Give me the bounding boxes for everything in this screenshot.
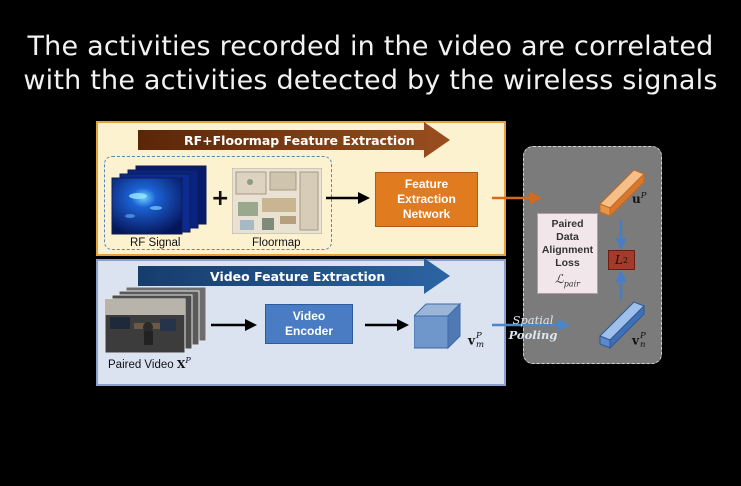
rf-banner-label: RF+Floormap Feature Extraction (184, 132, 415, 148)
align-line4: Loss (555, 257, 580, 270)
rf-signal-heatmap-icon (111, 165, 207, 235)
align-line3: Alignment (541, 244, 594, 257)
u-sup: P (640, 191, 647, 201)
feature-extraction-network-box: Feature Extraction Network (375, 172, 478, 227)
vn-sub: n (639, 340, 646, 350)
slide-title: The activities recorded in the video are… (0, 30, 741, 98)
loss-sub: pair (563, 279, 580, 289)
video-encoder-box: Video Encoder (265, 304, 353, 344)
floormap-label: Floormap (252, 237, 301, 249)
paired-video-frames-icon (104, 287, 207, 353)
u-feature-bar-icon (599, 169, 645, 218)
arrow-to-network (326, 192, 370, 204)
arrow-to-feature (365, 319, 409, 331)
video-banner: Video Feature Extraction (138, 266, 424, 286)
video-feature-block-icon (414, 302, 462, 350)
paired-video-sup: P (185, 356, 191, 365)
l2-symbol: L (614, 253, 623, 267)
arrow-vn-to-l2 (615, 270, 627, 300)
vm-sup: P (475, 331, 482, 341)
vm-symbol: v (468, 333, 475, 348)
align-line2: Data (556, 231, 579, 244)
floormap-icon (232, 168, 322, 234)
slide-title-line1: The activities recorded in the video are… (27, 31, 714, 62)
network-label-line1: Feature (404, 177, 449, 191)
arrow-u-to-l2 (615, 220, 627, 250)
vm-sub: m (475, 340, 485, 350)
rf-signal-label: RF Signal (130, 237, 181, 249)
plus-sign: + (211, 186, 230, 211)
alignment-loss-box: Paired Data Alignment Loss ℒpair (537, 213, 598, 294)
paired-video-symbol: X (176, 357, 186, 371)
rf-banner: RF+Floormap Feature Extraction (138, 130, 424, 150)
network-label-line2: Extraction (397, 192, 456, 206)
loss-symbol: ℒ (555, 272, 564, 287)
network-label-line3: Network (402, 207, 451, 221)
encoder-label-line1: Video (292, 309, 326, 323)
align-line1: Paired (551, 218, 584, 231)
u-feature-label: uP (632, 191, 646, 206)
loss-pair-symbol: ℒpair (555, 272, 580, 288)
arrow-to-encoder (211, 319, 257, 331)
pooling-line1: Spatial (512, 313, 554, 327)
vn-feature-bar-icon (599, 301, 645, 350)
pooling-line2: Pooling (508, 328, 558, 342)
rf-banner-arrow (138, 122, 450, 158)
vn-sup: P (639, 331, 646, 341)
l2-sub: 2 (622, 255, 629, 265)
slide-title-line2: with the activities detected by the wire… (23, 65, 718, 96)
paired-video-text: Paired Video (108, 358, 174, 371)
spatial-pooling-label: Spatial Pooling (505, 313, 561, 343)
encoder-label-line2: Encoder (284, 324, 333, 338)
spatial-pooling-arrow (492, 319, 570, 331)
u-symbol: u (632, 192, 641, 206)
arrow-to-u-feature (492, 192, 542, 204)
video-banner-label: Video Feature Extraction (210, 268, 386, 284)
vn-symbol: v (632, 333, 639, 348)
video-banner-arrow (138, 258, 450, 294)
rf-input-group (104, 156, 332, 250)
paired-video-label: Paired Video XP (108, 356, 191, 371)
